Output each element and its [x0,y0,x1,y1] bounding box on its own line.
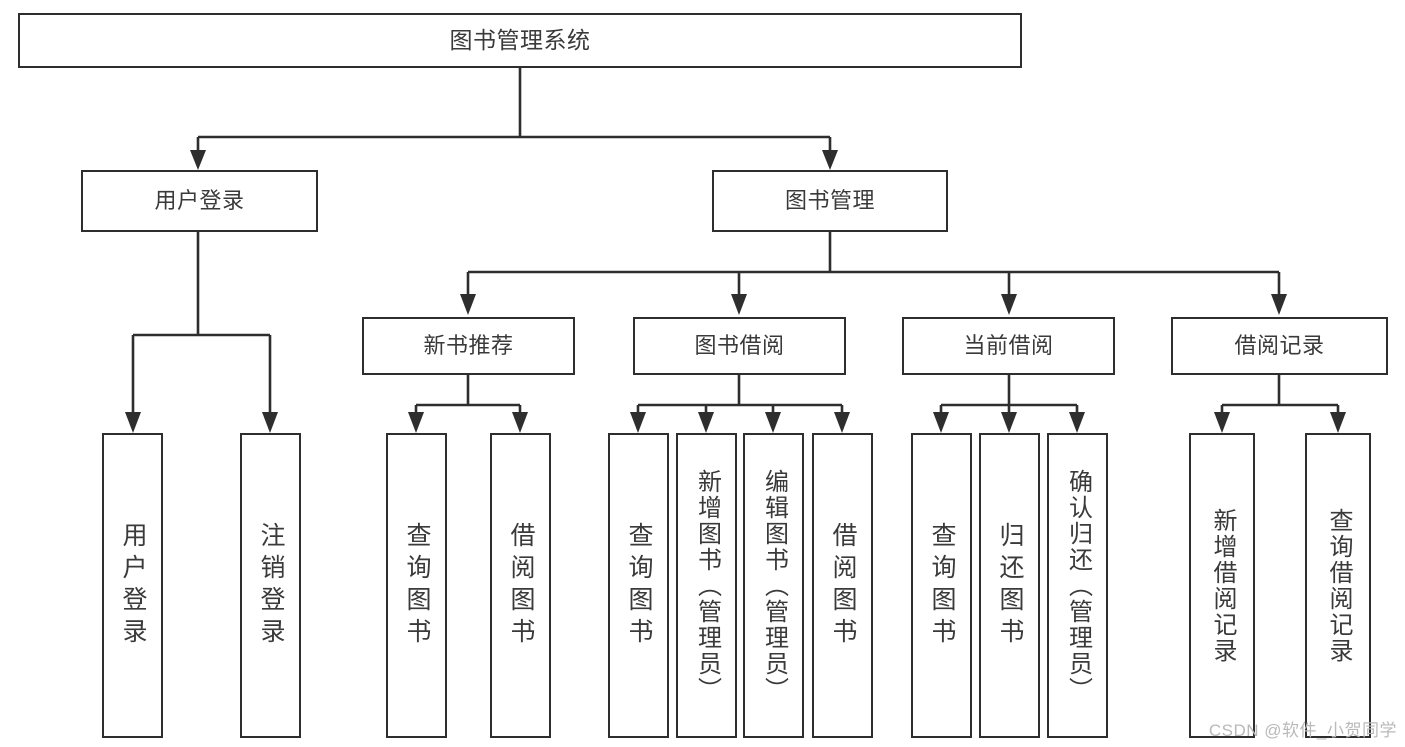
node-label: 确认归还（管理员） [1064,468,1092,703]
leaf-user-login[interactable]: 用户登录 [102,433,163,738]
node-label: 查询图书 [625,521,653,650]
node-label: 借阅记录 [1234,333,1325,359]
leaf-query-book-current[interactable]: 查询图书 [911,433,972,738]
leaf-logout[interactable]: 注销登录 [240,433,301,738]
node-label: 新增借阅记录 [1209,507,1236,664]
leaf-query-book-borrow[interactable]: 查询图书 [608,433,669,738]
node-label: 查询借阅记录 [1325,507,1352,664]
node-label: 图书管理系统 [449,26,591,53]
node-label: 借阅图书 [829,521,857,650]
node-root-system[interactable]: 图书管理系统 [18,13,1022,68]
leaf-query-borrow-record[interactable]: 查询借阅记录 [1305,433,1371,738]
node-label: 查询图书 [928,521,956,650]
leaf-return-book[interactable]: 归还图书 [979,433,1040,738]
node-new-book-recommend[interactable]: 新书推荐 [362,317,575,375]
node-label: 用户登录 [119,521,147,650]
node-label: 借阅图书 [507,521,535,650]
node-book-management[interactable]: 图书管理 [712,170,948,232]
leaf-add-book-admin[interactable]: 新增图书（管理员） [676,433,737,738]
node-book-borrow[interactable]: 图书借阅 [633,317,846,375]
leaf-confirm-return-admin[interactable]: 确认归还（管理员） [1047,433,1108,738]
node-label: 归还图书 [996,521,1024,650]
node-label: 图书管理 [784,188,875,214]
node-label: 新书推荐 [423,333,514,359]
leaf-borrow-book[interactable]: 借阅图书 [812,433,873,738]
node-label: 用户登录 [154,188,245,214]
leaf-borrow-book-new[interactable]: 借阅图书 [490,433,551,738]
node-borrow-record[interactable]: 借阅记录 [1171,317,1388,375]
node-label: 当前借阅 [963,333,1054,359]
leaf-query-book-new[interactable]: 查询图书 [386,433,447,738]
node-user-login[interactable]: 用户登录 [81,170,318,232]
node-label: 图书借阅 [694,333,785,359]
leaf-add-borrow-record[interactable]: 新增借阅记录 [1189,433,1255,738]
node-label: 注销登录 [257,521,285,650]
leaf-edit-book-admin[interactable]: 编辑图书（管理员） [743,433,804,738]
node-label: 新增图书（管理员） [693,468,721,703]
node-label: 编辑图书（管理员） [760,468,788,703]
node-current-borrow[interactable]: 当前借阅 [902,317,1115,375]
node-label: 查询图书 [403,521,431,650]
